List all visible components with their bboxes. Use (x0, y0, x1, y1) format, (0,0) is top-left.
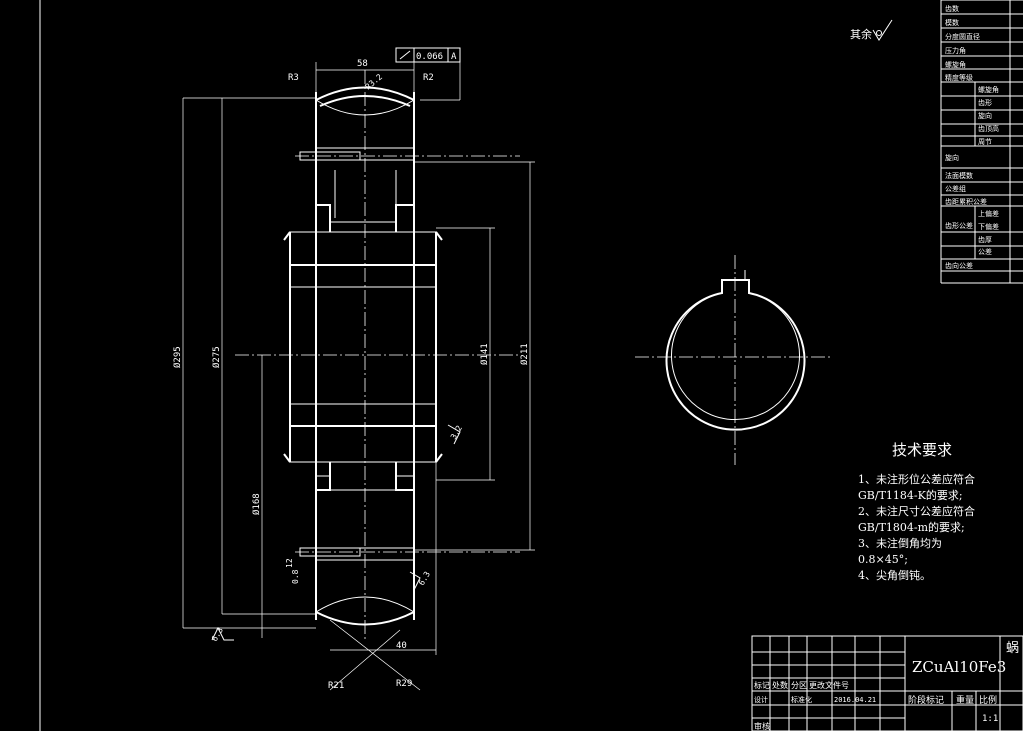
title-cell: 分区 (791, 681, 807, 690)
title-cell: 设计 (754, 695, 768, 704)
param-sub-label: 周节 (978, 138, 992, 146)
technical-requirements: 技术要求 1、未注形位公差应符合 GB/T1184-K的要求; 2、未注尺寸公差… (858, 442, 975, 584)
param-sub-label: 下偏差 (978, 222, 999, 231)
tech-line: 0.8×45°; (858, 553, 908, 566)
param-sub-label: 齿顶高 (978, 124, 999, 133)
tech-line: 3、未注倒角均为 (858, 537, 942, 550)
tech-line: GB/T1804-m的要求; (858, 521, 965, 534)
dim-d141: Ø141 (479, 343, 490, 365)
roughness-note: 其余 (850, 27, 872, 41)
dim-0-8: 0.8 (291, 569, 300, 584)
tolerance-value: 0.066 (416, 52, 443, 62)
param-row-label: 齿数 (945, 4, 959, 13)
roughness-symbol: 其余 (850, 19, 893, 41)
param-row-label: 旋向 (945, 153, 959, 162)
weight-label: 重量 (956, 694, 974, 706)
title-cell: 标记 (754, 680, 770, 690)
param-sub-label: 齿形 (978, 99, 992, 107)
dim-d275: Ø275 (211, 346, 222, 368)
dimension-labels: R3 58 0.066 A R3.2 R2 Ø295 Ø275 Ø168 Ø14… (172, 52, 530, 691)
section-view (235, 70, 520, 640)
param-row-label: 分度圆直径 (945, 32, 980, 41)
dim-r29: R29 (396, 679, 412, 689)
param-sub-label: 旋向 (978, 111, 992, 120)
roughness-left: 6.3 (210, 626, 225, 643)
param-sub-label: 螺旋角 (978, 85, 999, 94)
title-cell: 标准化 (791, 695, 812, 704)
dim-d295: Ø295 (172, 346, 183, 368)
param-row-label: 法面模数 (945, 171, 973, 180)
param-row-label: 齿距累积公差 (945, 197, 987, 206)
scale-value: 1:1 (982, 714, 998, 724)
title-cell: 处数 (772, 680, 788, 690)
roughness-right: 6.3 (417, 570, 432, 587)
dim-width-40: 40 (396, 641, 407, 651)
title-cell: 2016.04.21 (834, 696, 876, 704)
param-row-label: 压力角 (945, 46, 966, 55)
stage-label: 阶段标记 (908, 694, 944, 706)
tech-heading: 技术要求 (892, 441, 953, 459)
dim-d211: Ø211 (519, 343, 530, 365)
param-row-label: 齿向公差 (945, 261, 973, 270)
dim-r2-right: R2 (423, 73, 434, 83)
title-block: ZCuAl10Fe3 蜗 标记处数分区更改文件号设计 标准化 2016.04.21 审… (751, 635, 1023, 731)
param-sub-label: 上偏差 (978, 209, 999, 218)
param-sub-label: 公差 (978, 247, 992, 256)
drawing-name: 蜗 (1006, 640, 1019, 656)
tech-line: 2、未注尺寸公差应符合 (858, 505, 975, 518)
dim-width-58: 58 (357, 59, 368, 69)
param-row-label: 精度等级 (945, 73, 973, 82)
dim-r21: R21 (328, 681, 344, 691)
side-view (635, 255, 832, 465)
material-label: ZCuAl10Fe3 (912, 658, 1006, 676)
tech-line: 1、未注形位公差应符合 (858, 473, 975, 486)
dim-12: 12 (285, 558, 294, 568)
param-row-label: 螺旋角 (945, 60, 966, 69)
tech-line: 4、尖角倒钝。 (858, 569, 931, 582)
param-row-label: 公差组 (945, 184, 966, 193)
gear-parameter-table: 齿数模数分度圆直径压力角螺旋角精度等级螺旋角齿形旋向齿顶高周节上偏差下偏差齿厚公… (940, 0, 1023, 284)
dimension-lines (182, 47, 535, 691)
param-row-label: 齿形公差 (945, 221, 973, 230)
title-cell: 更改文件号 (809, 680, 849, 690)
tolerance-datum: A (451, 52, 457, 62)
title-cell: 审核 (754, 721, 770, 731)
tech-line: GB/T1184-K的要求; (858, 489, 963, 502)
param-row-label: 模数 (945, 18, 959, 27)
dim-d168: Ø168 (251, 493, 262, 515)
scale-label: 比例 (979, 694, 997, 706)
dim-r3-left: R3 (288, 73, 299, 83)
param-sub-label: 齿厚 (978, 236, 992, 244)
